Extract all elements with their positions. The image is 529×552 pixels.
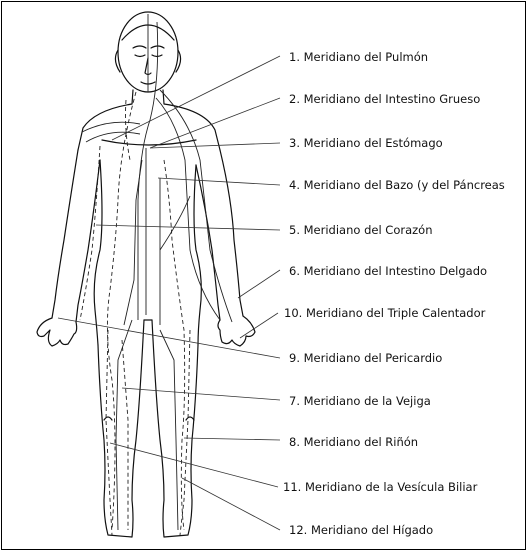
label-9: 9. Meridiano del Pericardio bbox=[289, 351, 442, 365]
left-arm-inner bbox=[76, 160, 100, 322]
meridian-solid-2 bbox=[160, 90, 232, 322]
left-hand bbox=[37, 318, 77, 346]
label-1: 1. Meridiano del Pulmón bbox=[289, 50, 428, 64]
torso-left bbox=[94, 160, 102, 345]
label-7: 7. Meridiano de la Vejiga bbox=[289, 394, 431, 408]
label-12: 12. Meridiano del Hígado bbox=[289, 523, 433, 537]
leader-1 bbox=[112, 56, 280, 140]
meridian-labels: 1. Meridiano del Pulmón 2. Meridiano del… bbox=[283, 50, 505, 537]
label-8: 8. Meridiano del Riñón bbox=[289, 435, 418, 449]
label-4: 4. Meridiano del Bazo (y del Páncreas bbox=[289, 178, 505, 192]
meridian-lines bbox=[80, 14, 232, 535]
meridian-solid-7 bbox=[160, 196, 190, 250]
leader-5 bbox=[96, 225, 280, 230]
leader-9 bbox=[58, 318, 280, 358]
leader-7 bbox=[122, 388, 280, 400]
right-hand bbox=[218, 316, 255, 346]
meridian-dashed-1 bbox=[107, 92, 136, 530]
right-arm-outer bbox=[220, 150, 243, 316]
meridian-dashed-7 bbox=[122, 340, 128, 530]
label-6: 6. Meridiano del Intestino Delgado bbox=[289, 264, 487, 278]
label-3: 3. Meridiano del Estómago bbox=[289, 136, 443, 150]
meridian-solid-5 bbox=[86, 132, 140, 142]
leader-4 bbox=[158, 178, 280, 185]
right-arm-inner bbox=[196, 165, 220, 320]
midline-meridian bbox=[146, 14, 148, 315]
meridian-dashed-5 bbox=[106, 330, 112, 535]
torso-right bbox=[194, 165, 201, 345]
label-10: 10. Meridiano del Triple Calentador bbox=[284, 306, 486, 320]
meridian-solid-8 bbox=[124, 160, 142, 325]
leader-6 bbox=[238, 270, 280, 298]
label-5: 5. Meridiano del Corazón bbox=[289, 223, 433, 237]
meridian-solid-9 bbox=[116, 320, 132, 530]
meridian-dashed-4 bbox=[126, 100, 131, 160]
left-arm-outer bbox=[52, 150, 78, 318]
leader-10 bbox=[240, 313, 278, 338]
knees bbox=[104, 417, 194, 420]
chest-line bbox=[102, 140, 196, 145]
leader-12 bbox=[182, 478, 280, 530]
label-2: 2. Meridiano del Intestino Grueso bbox=[289, 92, 480, 106]
eyebrows bbox=[133, 46, 164, 48]
label-11: 11. Meridiano de la Vesícula Biliar bbox=[283, 480, 478, 494]
leader-lines bbox=[58, 56, 280, 530]
meridian-solid-3 bbox=[156, 98, 220, 320]
right-leg bbox=[152, 320, 198, 537]
leader-8 bbox=[184, 438, 280, 440]
meridian-solid-10 bbox=[160, 330, 178, 530]
leader-11 bbox=[110, 443, 278, 487]
